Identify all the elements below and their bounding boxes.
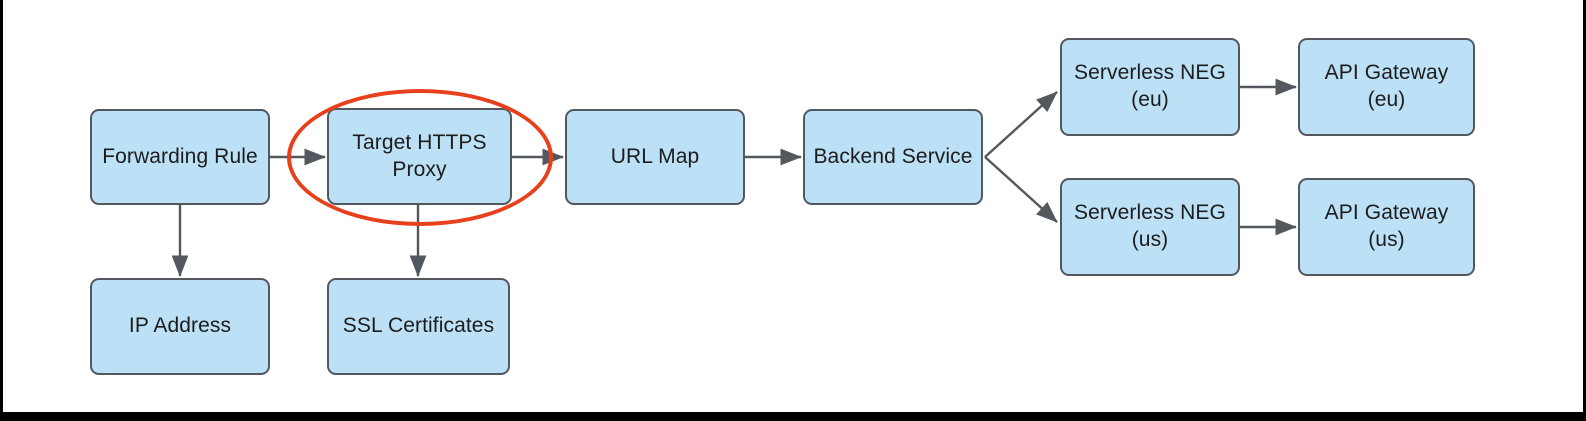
node-label: API Gateway (us)	[1324, 201, 1449, 251]
node-backend-service[interactable]: Backend Service	[803, 109, 983, 205]
node-label: IP Address	[128, 314, 232, 338]
node-label: URL Map	[610, 144, 700, 168]
node-api-gateway-us[interactable]: API Gateway (us)	[1298, 178, 1475, 276]
frame-left-border	[0, 0, 3, 421]
node-ssl-certificates[interactable]: SSL Certificates	[327, 278, 510, 375]
node-ip-address[interactable]: IP Address	[90, 278, 270, 375]
node-target-https-proxy[interactable]: Target HTTPS Proxy	[327, 108, 512, 205]
frame-bottom-bar	[0, 412, 1586, 421]
edge-backend-service-to-serverless-neg-eu	[984, 91, 1058, 158]
node-api-gateway-eu[interactable]: API Gateway (eu)	[1298, 38, 1475, 136]
node-serverless-neg-us[interactable]: Serverless NEG (us)	[1060, 178, 1240, 276]
node-label: Serverless NEG (us)	[1074, 201, 1226, 251]
node-url-map[interactable]: URL Map	[565, 109, 745, 205]
edge-backend-service-to-serverless-neg-us	[984, 156, 1058, 223]
node-label: Serverless NEG (eu)	[1074, 61, 1226, 111]
frame-right-border	[1583, 0, 1586, 421]
node-forwarding-rule[interactable]: Forwarding Rule	[90, 109, 270, 205]
node-serverless-neg-eu[interactable]: Serverless NEG (eu)	[1060, 38, 1240, 136]
node-label: Target HTTPS Proxy	[352, 130, 487, 181]
node-label: SSL Certificates	[342, 314, 495, 338]
node-label: Forwarding Rule	[102, 144, 258, 168]
node-label: Backend Service	[813, 144, 973, 168]
node-label: API Gateway (eu)	[1324, 61, 1449, 111]
